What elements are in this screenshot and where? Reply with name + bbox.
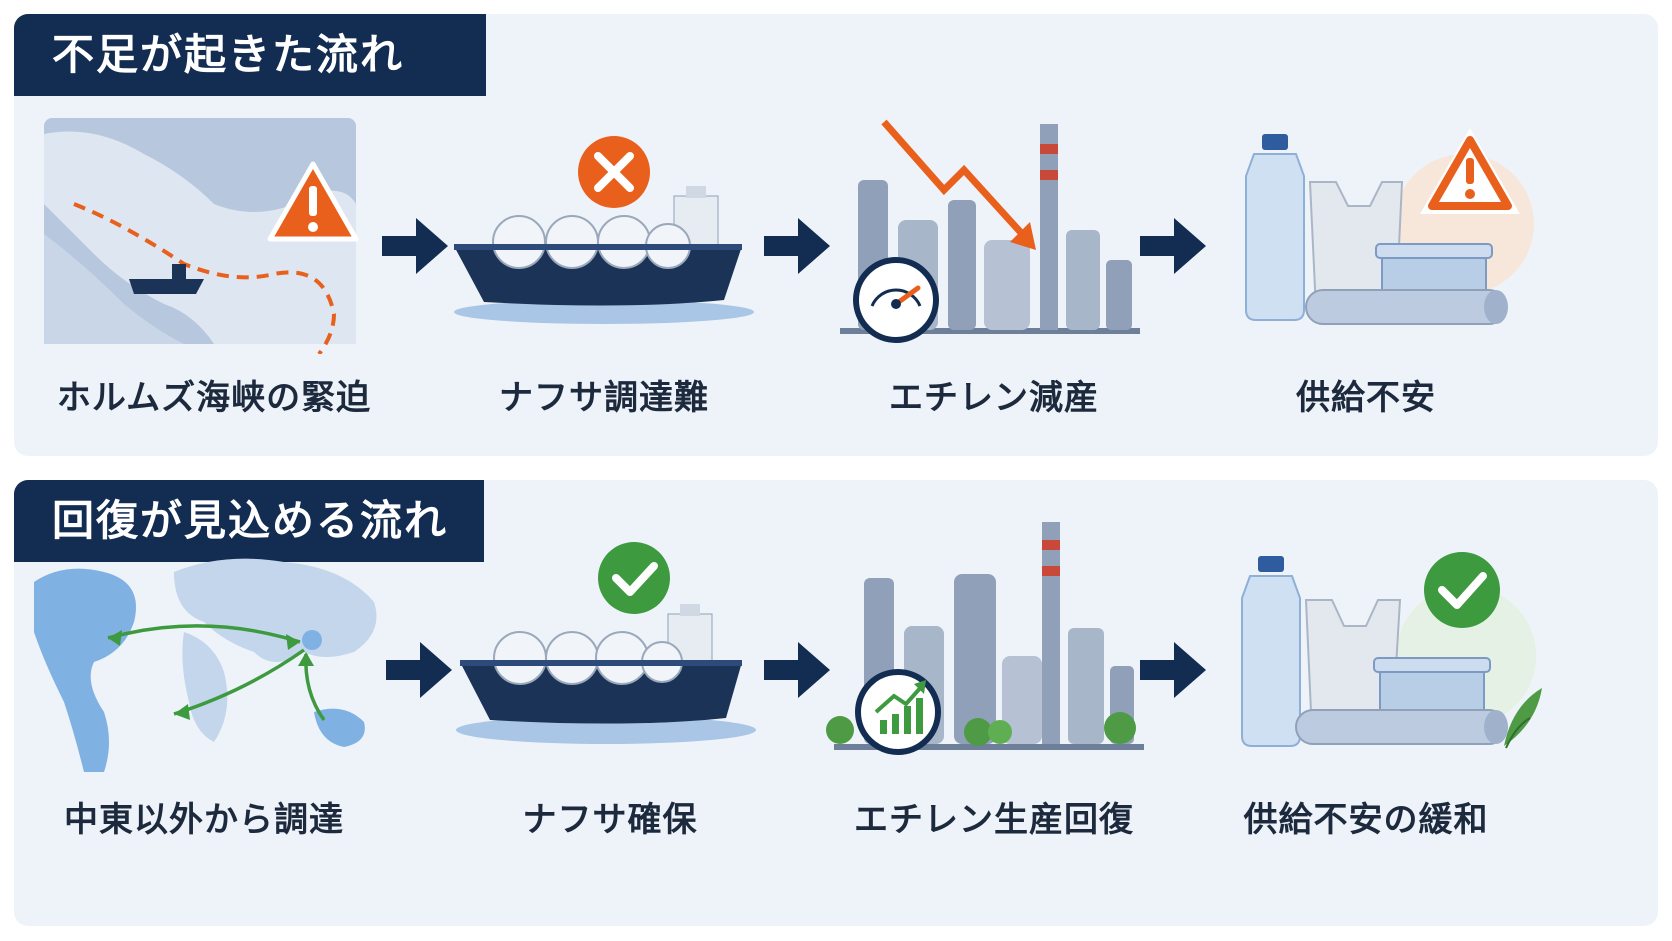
arrow-right-icon	[1140, 218, 1206, 274]
plastics-warning-icon	[1245, 128, 1534, 325]
step-label: 中東以外から調達	[64, 800, 344, 840]
step-label: エチレン減産	[889, 378, 1099, 418]
step-label: ホルムズ海峡の緊迫	[56, 378, 372, 418]
step-supply-anxiety-relief: 供給不安の緩和	[1186, 536, 1546, 866]
step-ethylene-reduction: エチレン減産	[814, 110, 1174, 440]
step-label: 供給不安	[1296, 378, 1436, 418]
arrow-right-icon	[1140, 642, 1206, 698]
arrow-right-icon	[764, 642, 830, 698]
recovery-flow-title: 回復が見込める流れ	[14, 480, 484, 562]
arrow-right-icon	[382, 218, 448, 274]
world-map-routes-icon	[34, 558, 377, 772]
refinery-decline-icon	[840, 119, 1140, 343]
step-supply-anxiety: 供給不安	[1186, 114, 1546, 444]
arrow-right-icon	[386, 642, 452, 698]
step-label: エチレン生産回復	[854, 800, 1134, 840]
plastics-check-icon	[1241, 552, 1542, 749]
shortage-flow-panel: 不足が起きた流れ ホルムズ海峡の緊迫	[14, 14, 1658, 456]
step-non-middle-east-sourcing: 中東以外から調達	[24, 542, 384, 872]
refinery-growth-icon	[826, 522, 1144, 755]
arrow-right-icon	[764, 218, 830, 274]
step-label: ナフサ調達難	[499, 378, 709, 418]
step-strait-tension: ホルムズ海峡の緊迫	[34, 114, 394, 444]
tanker-cross-icon	[454, 136, 754, 324]
step-label: ナフサ確保	[522, 800, 698, 840]
step-naphtha-secured: ナフサ確保	[430, 530, 790, 860]
strait-map-warning-icon	[44, 118, 359, 354]
tanker-check-icon	[456, 542, 756, 744]
recovery-flow-panel: 回復が見込める流れ 中東以外から調達	[14, 480, 1658, 926]
step-label: 供給不安の緩和	[1243, 800, 1489, 840]
shortage-flow-title: 不足が起きた流れ	[14, 14, 486, 96]
step-naphtha-difficulty: ナフサ調達難	[424, 114, 784, 444]
step-ethylene-recovery: エチレン生産回復	[814, 516, 1174, 846]
